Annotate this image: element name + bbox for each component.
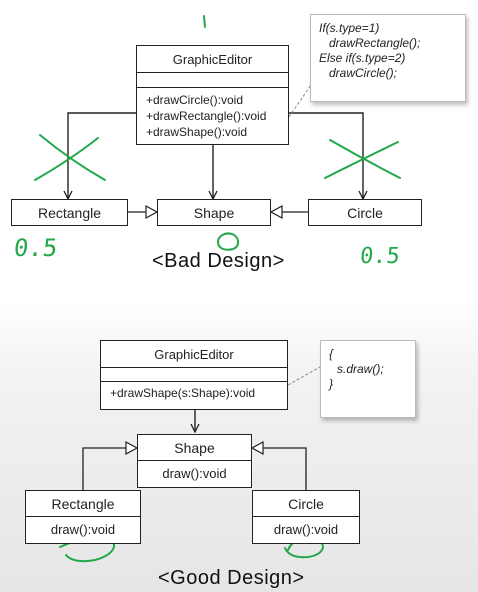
good-shape-method: draw():void bbox=[138, 460, 251, 481]
good-circle-inherits-shape bbox=[252, 448, 307, 490]
bad-note-connector bbox=[288, 81, 314, 118]
method-draw-shape: +drawShape():void bbox=[146, 125, 248, 139]
bad-graphic-editor-title: GraphicEditor bbox=[172, 52, 253, 67]
good-design-caption: <Good Design> bbox=[158, 567, 305, 589]
good-circle-method: draw():void bbox=[253, 516, 359, 537]
bad-graphic-editor-methods: +drawCircle():void +drawRectangle():void… bbox=[137, 87, 288, 140]
bad-circle-class: Circle bbox=[308, 199, 422, 226]
bad-design-caption: <Bad Design> bbox=[152, 250, 285, 272]
handwritten-zero-circle bbox=[217, 232, 240, 251]
good-rectangle-inherits-shape bbox=[82, 448, 137, 490]
good-circle-class: Circle draw():void bbox=[252, 490, 360, 544]
handwritten-cross-left bbox=[34, 134, 106, 181]
bad-graphic-editor-class: GraphicEditor +drawCircle():void +drawRe… bbox=[136, 45, 289, 145]
bad-graphic-editor-attributes bbox=[137, 72, 288, 87]
note-line-3: Else if(s.type=2) bbox=[319, 51, 406, 65]
good-graphic-editor-class: GraphicEditor +drawShape(s:Shape):void bbox=[100, 340, 288, 410]
method-draw-rectangle: +drawRectangle():void bbox=[146, 109, 267, 123]
good-rectangle-title: Rectangle bbox=[51, 496, 115, 512]
good-shape-title: Shape bbox=[174, 440, 215, 456]
good-note-line-2: s.draw(); bbox=[337, 362, 384, 376]
bad-rectangle-class: Rectangle bbox=[11, 199, 128, 226]
bad-shape-class: Shape bbox=[157, 199, 271, 226]
good-rectangle-method: draw():void bbox=[26, 516, 140, 537]
good-rectangle-class: Rectangle draw():void bbox=[25, 490, 141, 544]
good-note-line-3: } bbox=[329, 377, 334, 391]
good-shape-class: Shape draw():void bbox=[137, 434, 252, 488]
good-design-note: { s.draw(); } bbox=[320, 340, 416, 418]
method-draw-circle: +drawCircle():void bbox=[146, 93, 244, 107]
good-graphic-editor-title: GraphicEditor bbox=[154, 347, 234, 362]
good-circle-title: Circle bbox=[288, 496, 324, 512]
bad-editor-to-circle-arrow bbox=[289, 112, 363, 199]
note-line-2: drawRectangle(); bbox=[329, 36, 421, 50]
good-note-connector bbox=[287, 365, 323, 386]
handwritten-score-right: 0.5 bbox=[358, 244, 402, 269]
bad-design-note: If(s.type=1) drawRectangle(); Else if(s.… bbox=[310, 14, 466, 102]
note-line-1: If(s.type=1) bbox=[319, 21, 380, 35]
good-note-line-1: { bbox=[329, 347, 334, 361]
handwritten-cross-right bbox=[324, 139, 401, 179]
handwritten-tick-mark bbox=[203, 15, 206, 28]
bad-editor-to-rectangle-arrow bbox=[68, 112, 136, 199]
note-line-4: drawCircle(); bbox=[329, 66, 398, 80]
handwritten-score-left: 0.5 bbox=[12, 234, 59, 262]
good-graphic-editor-attributes bbox=[101, 367, 287, 381]
good-graphic-editor-method: +drawShape(s:Shape):void bbox=[101, 381, 287, 400]
